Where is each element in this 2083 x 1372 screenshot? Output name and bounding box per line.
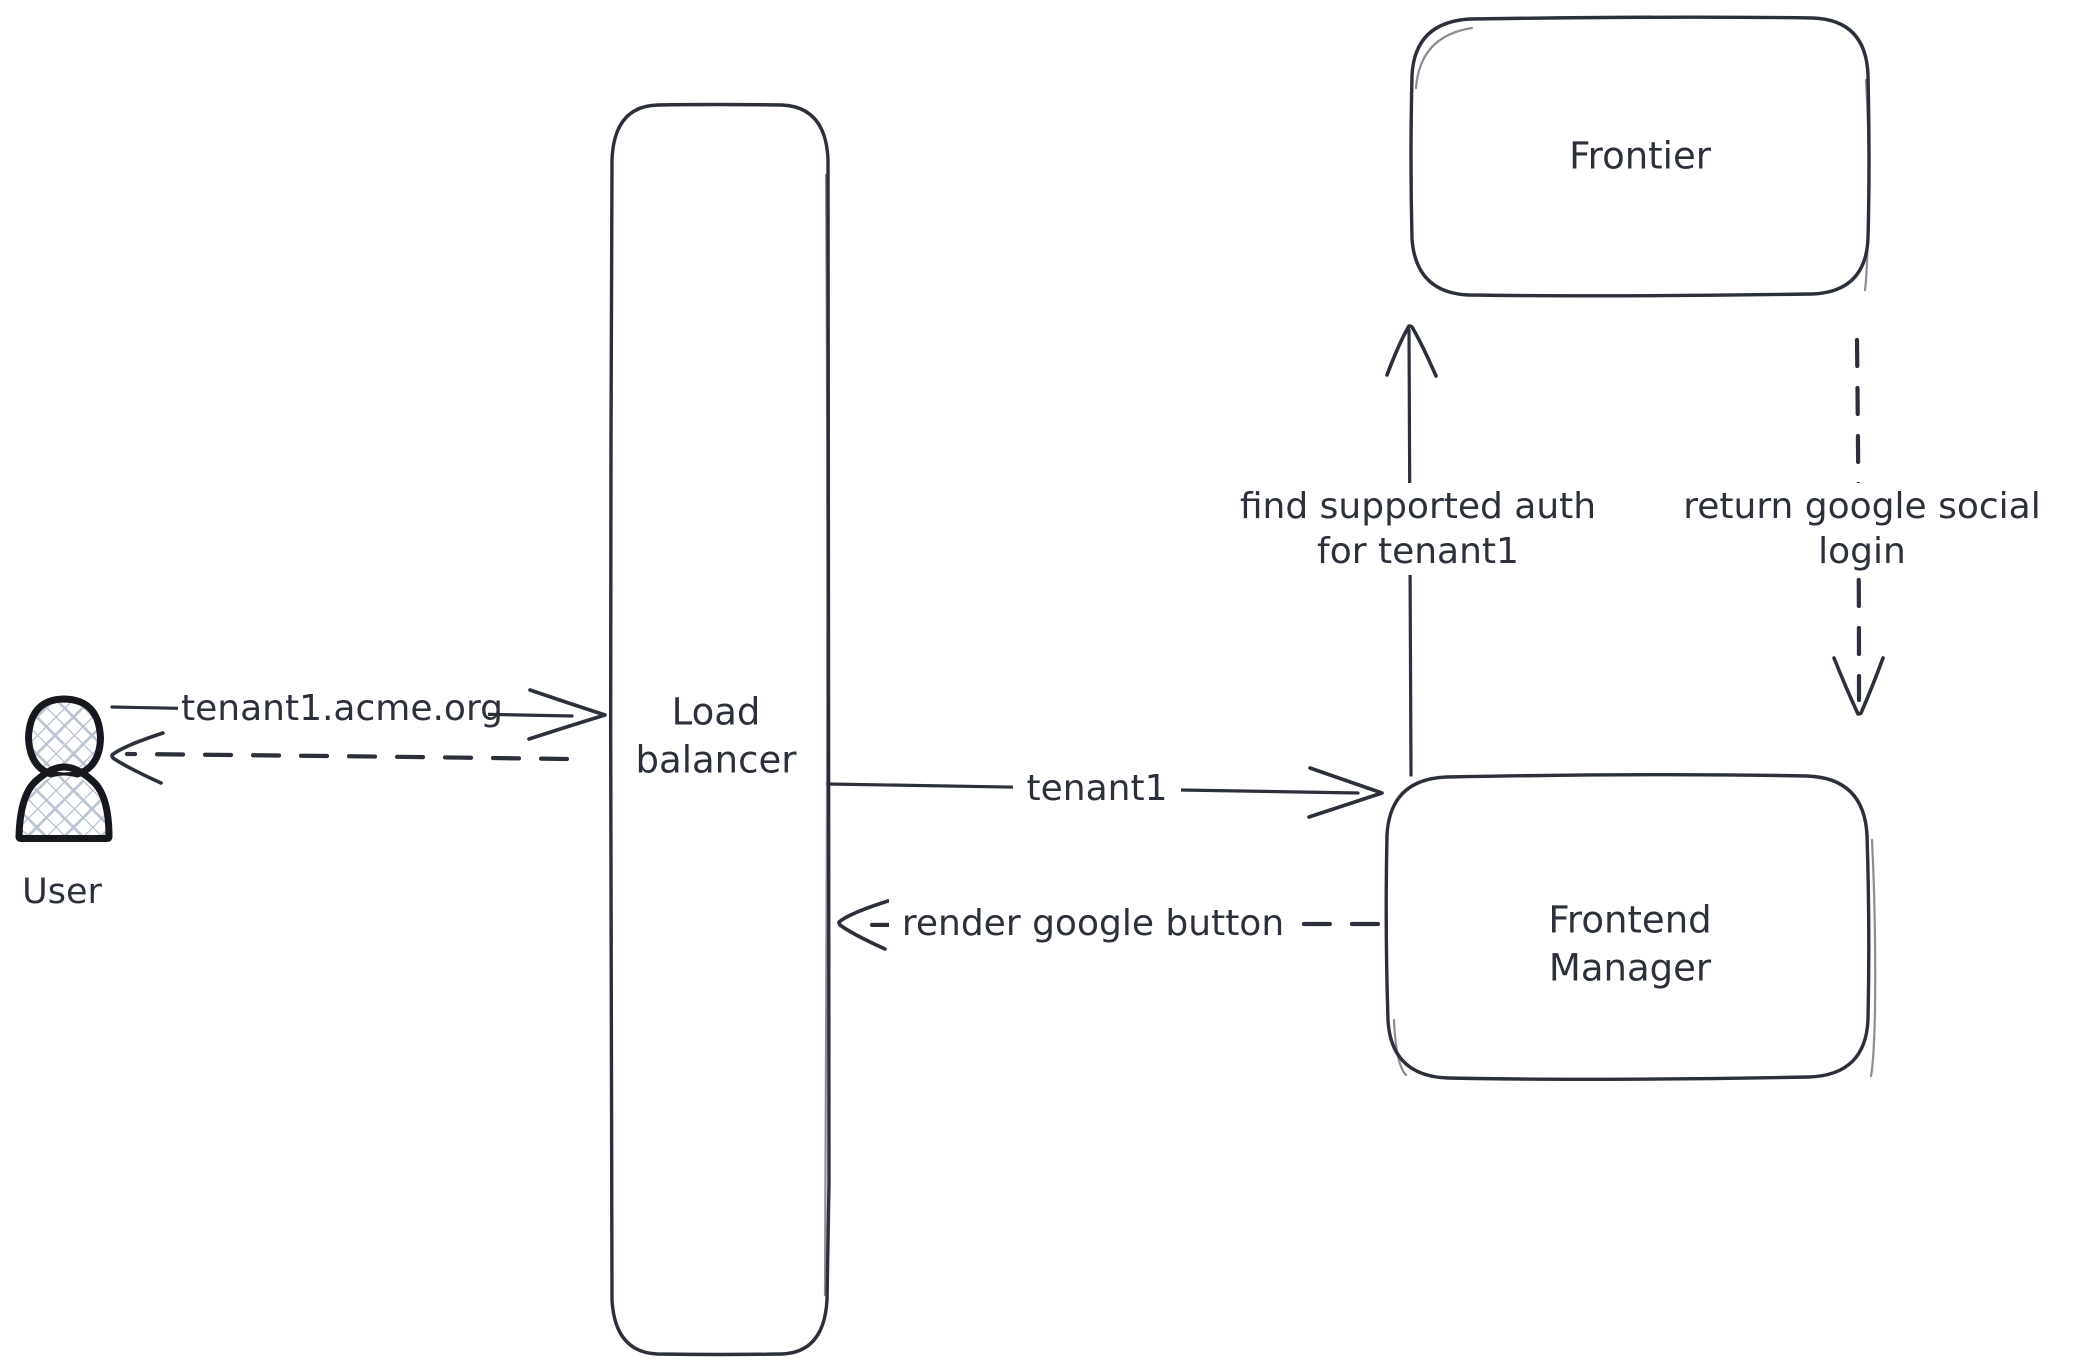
edge-user-to-load-balancer[interactable]: tenant1.acme.org	[110, 684, 607, 741]
node-frontend-manager[interactable]: Frontend Manager	[1384, 773, 1877, 1081]
edge-frontier-to-frontend-manager[interactable]: return google social login	[1652, 337, 2072, 716]
frontend-manager-outline-ghost	[1392, 838, 1877, 1078]
load-balancer-label-line2: balancer	[636, 739, 798, 782]
node-load-balancer[interactable]: Load balancer	[608, 102, 832, 1357]
node-frontier[interactable]: Frontier	[1409, 15, 1871, 298]
fm-to-lb-label-bg	[889, 900, 1297, 948]
lb-to-fm-label: tenant1	[1027, 768, 1168, 809]
user-body-hatch	[20, 775, 108, 838]
lb-to-user-arrowhead-icon	[110, 731, 165, 785]
user-head-hatch	[27, 702, 101, 776]
frontier-to-fm-label-bg	[1652, 483, 2072, 575]
frontier-label: Frontier	[1569, 135, 1712, 178]
user-label: User	[22, 872, 102, 912]
load-balancer-outline-ghost	[823, 173, 829, 1297]
frontier-to-fm-label-line2: login	[1818, 531, 1906, 572]
edge-frontend-manager-to-frontier[interactable]: find supported auth for tenant1	[1223, 324, 1618, 777]
frontier-outline-ghost	[1414, 26, 1870, 292]
edge-load-balancer-to-user[interactable]	[110, 731, 570, 785]
lb-to-user-line	[124, 751, 570, 762]
frontend-manager-label-line1: Frontend	[1548, 899, 1711, 942]
frontier-to-fm-arrowhead-icon	[1832, 656, 1885, 716]
load-balancer-outline	[608, 102, 832, 1357]
fm-to-lb-label: render google button	[902, 903, 1284, 944]
load-balancer-label-line1: Load	[672, 691, 761, 734]
user-to-lb-arrowhead-icon	[527, 688, 607, 741]
fm-to-frontier-label-line1: find supported auth	[1240, 486, 1596, 527]
lb-to-fm-arrowhead-icon	[1307, 766, 1384, 819]
fm-to-frontier-arrowhead-icon	[1385, 324, 1438, 378]
frontier-to-fm-line	[1854, 337, 1862, 703]
frontend-manager-label-line2: Manager	[1549, 947, 1712, 990]
frontier-to-fm-label-line1: return google social	[1683, 486, 2041, 527]
user-to-lb-label-bg	[178, 684, 488, 730]
edge-load-balancer-to-frontend-manager[interactable]: tenant1	[826, 765, 1384, 819]
fm-to-frontier-label-line2: for tenant1	[1317, 531, 1519, 572]
lb-to-fm-label-bg	[1013, 765, 1181, 811]
edge-frontend-manager-to-load-balancer[interactable]: render google button	[837, 899, 1381, 951]
fm-to-frontier-label-bg	[1223, 483, 1618, 575]
user-to-lb-label: tenant1.acme.org	[181, 688, 503, 729]
user-body-outline-icon	[15, 763, 113, 842]
fm-to-lb-arrowhead-icon	[837, 899, 890, 951]
node-user[interactable]: User	[15, 695, 113, 912]
